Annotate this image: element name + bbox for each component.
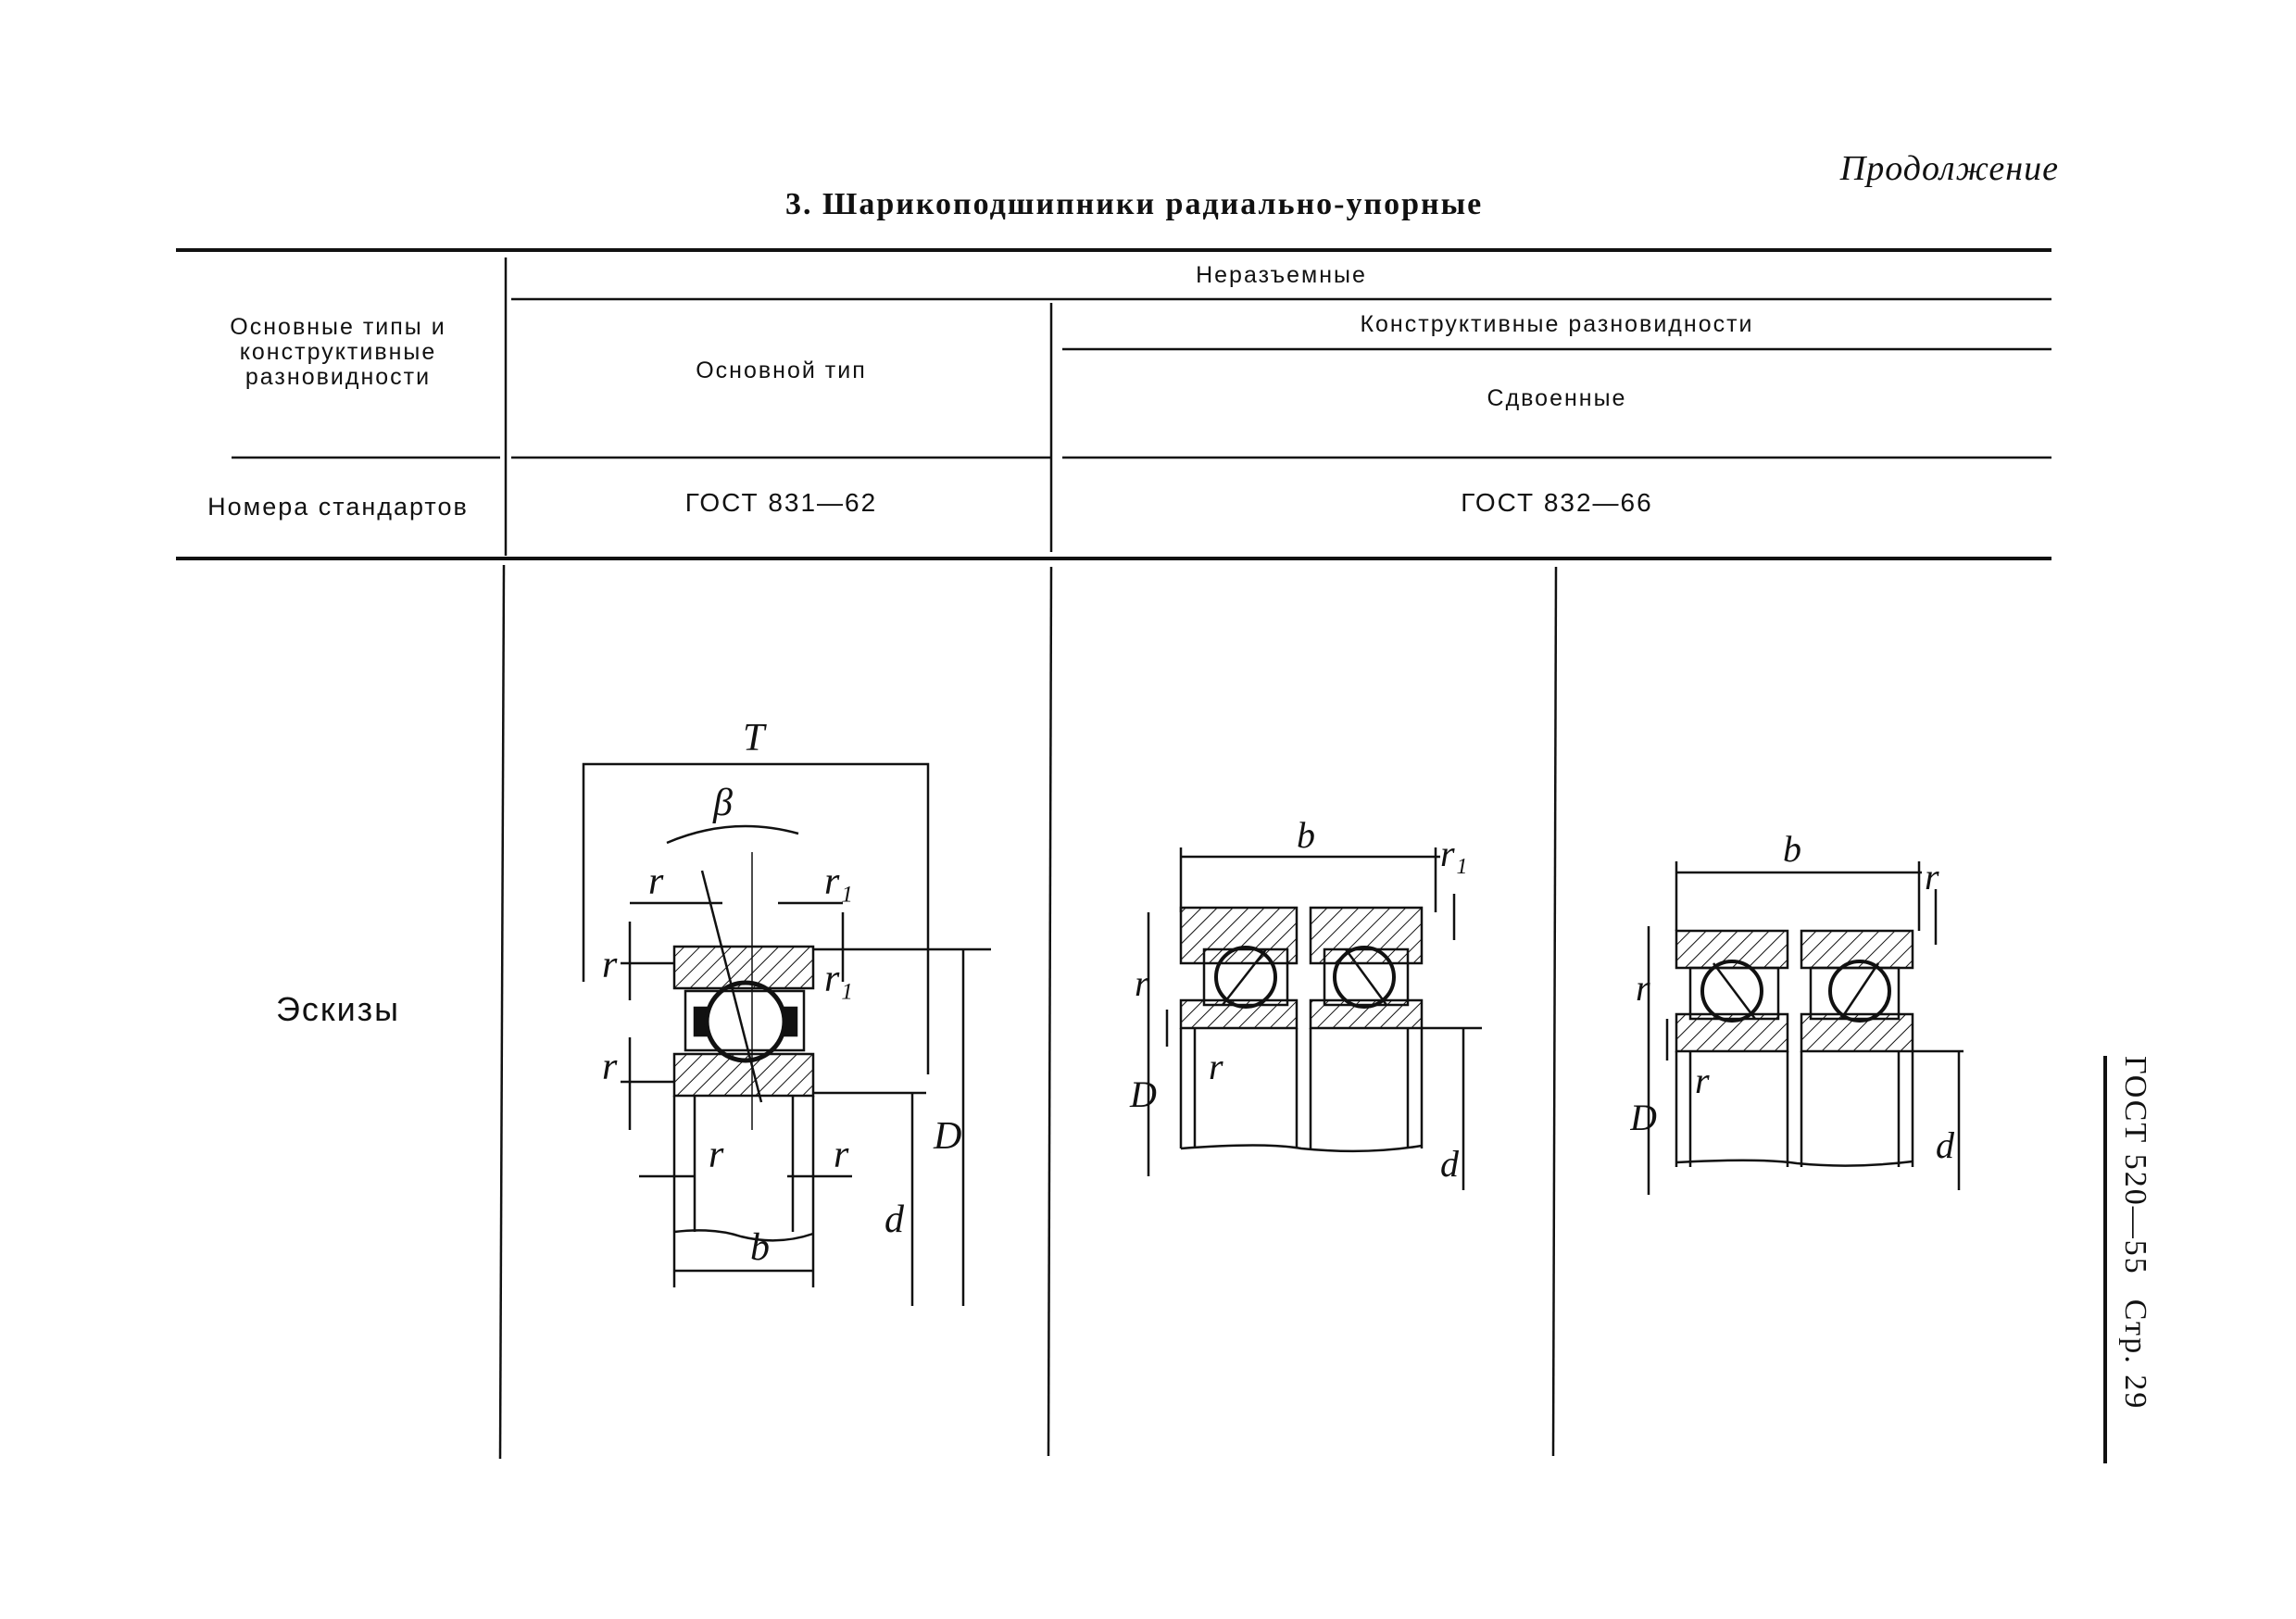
sketch-paired-a: b r₁ r r D d xyxy=(1129,814,1482,1190)
label-beta: β xyxy=(712,782,733,824)
label-b: b xyxy=(750,1226,770,1269)
variants-header: Конструктивные разновидности xyxy=(1360,310,1754,337)
label-b: b xyxy=(1297,814,1315,856)
label-r-left: r xyxy=(1636,967,1650,1009)
label-r: r xyxy=(1925,856,1939,897)
label-r-bottom-left: r xyxy=(709,1134,724,1176)
label-r1: r₁ xyxy=(1440,833,1467,874)
side-label: ГОСТ 520—55 Стр. 29 xyxy=(2103,1056,2163,1463)
label-d: d xyxy=(885,1199,905,1241)
side-label-doc: ГОСТ 520—55 xyxy=(2118,1056,2152,1275)
paired-header: Сдвоенные xyxy=(1487,384,1627,411)
sketch-paired-b: b r r r D d xyxy=(1630,834,1964,1195)
side-label-page: Стр. 29 xyxy=(2118,1299,2152,1411)
continued-label: Продолжение xyxy=(1839,149,2059,188)
label-b: b xyxy=(1783,834,1801,870)
label-D: D xyxy=(933,1115,961,1158)
section-title: 3. Шарикоподшипники радиально-упорные xyxy=(785,187,1484,221)
basic-type-header: Основной тип xyxy=(696,357,867,383)
label-r-bottom: r xyxy=(1209,1046,1223,1087)
label-D: D xyxy=(1129,1073,1157,1115)
row-header-label: Основные типы и конструктивные разновидн… xyxy=(230,313,446,390)
standard-basic-type: ГОСТ 831—62 xyxy=(684,487,878,517)
label-D: D xyxy=(1630,1097,1657,1138)
label-r-left: r xyxy=(602,944,618,986)
label-T: T xyxy=(743,717,767,759)
label-r-left-lower: r xyxy=(602,1046,618,1088)
label-r-bottom-right: r xyxy=(834,1134,849,1176)
sketches-row-label: Эскизы xyxy=(275,990,401,1028)
label-r-left: r xyxy=(1135,962,1149,1004)
label-d: d xyxy=(1440,1143,1460,1185)
standard-paired: ГОСТ 832—66 xyxy=(1461,487,1653,517)
label-r-bottom: r xyxy=(1695,1060,1710,1101)
standards-row-label: Номера стандартов xyxy=(207,493,469,521)
label-d: d xyxy=(1936,1124,1955,1166)
label-r1-side: r₁ xyxy=(824,958,853,1000)
group-header-nonseparable: Неразъемные xyxy=(1196,261,1367,288)
label-r1-top: r₁ xyxy=(824,860,853,903)
sketch-basic-type: T β r r₁ r r r₁ r r b D d xyxy=(582,717,991,1306)
label-r-top: r xyxy=(648,860,664,903)
